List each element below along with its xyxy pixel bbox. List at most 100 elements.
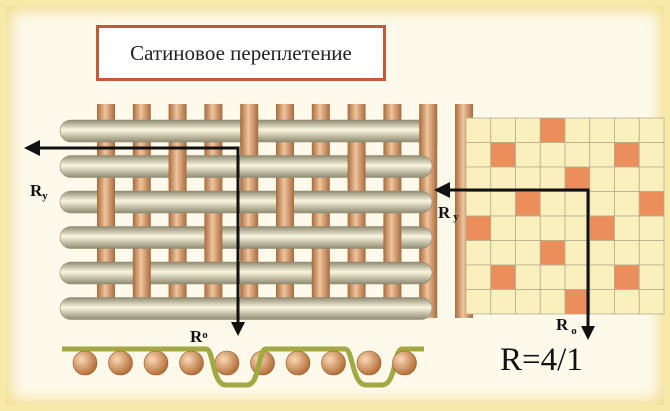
warp-float bbox=[97, 185, 115, 219]
grid-cell bbox=[539, 191, 566, 217]
weft-thread bbox=[59, 190, 433, 214]
grid-cell-filled bbox=[638, 191, 665, 217]
grid-cell-filled bbox=[564, 166, 591, 192]
grid-cell bbox=[589, 166, 615, 192]
warp-float bbox=[132, 256, 151, 290]
grid-cell bbox=[465, 142, 492, 168]
grid-cell bbox=[539, 166, 566, 192]
grid-cell bbox=[564, 142, 591, 168]
grid-cell bbox=[465, 166, 492, 192]
grid-cell bbox=[515, 264, 541, 290]
grid-cell bbox=[564, 191, 591, 217]
grid-cell bbox=[564, 117, 591, 143]
grid-cell bbox=[465, 191, 492, 217]
grid-cell bbox=[564, 240, 591, 266]
grid-cell bbox=[614, 240, 640, 266]
warp-float bbox=[240, 114, 259, 148]
page-title: Сатиновое переплетение bbox=[130, 40, 352, 65]
grid-cell bbox=[465, 240, 492, 266]
warp-float bbox=[347, 149, 366, 184]
repeat-arrows bbox=[24, 140, 595, 340]
grid-cell bbox=[638, 289, 665, 315]
ry-arrow-right bbox=[446, 188, 590, 327]
grid-cell bbox=[638, 240, 665, 266]
weft-thread bbox=[59, 226, 433, 249]
grid-cell-filled bbox=[490, 142, 516, 168]
weft-threads bbox=[59, 119, 433, 320]
grid-cell bbox=[614, 215, 640, 241]
warp-cross-section bbox=[356, 350, 382, 376]
grid-cell bbox=[490, 240, 516, 266]
warp-float bbox=[276, 185, 294, 219]
grid-cell bbox=[465, 264, 492, 290]
grid-cell bbox=[515, 289, 541, 315]
grid-cell-filled bbox=[465, 215, 492, 241]
grid-cell bbox=[515, 142, 541, 168]
warp-cross-section bbox=[321, 350, 346, 376]
grid-cell bbox=[589, 142, 615, 168]
warp-float bbox=[168, 149, 187, 184]
ro-label-left: Rо bbox=[190, 327, 208, 346]
grid-cell bbox=[614, 191, 640, 217]
grid-cell-filled bbox=[490, 264, 516, 290]
warp-float bbox=[419, 114, 438, 148]
grid-cell bbox=[515, 166, 541, 192]
grid-cell bbox=[539, 289, 566, 315]
satin-grid bbox=[465, 117, 665, 315]
grid-cell bbox=[564, 264, 591, 290]
grid-cell-filled bbox=[564, 289, 591, 315]
cross-section bbox=[62, 346, 424, 388]
warp-cross-section bbox=[214, 350, 240, 376]
grid-cell bbox=[490, 117, 516, 143]
grid-cell bbox=[515, 117, 541, 143]
grid-cell-filled bbox=[614, 142, 640, 168]
grid-cell bbox=[589, 191, 615, 217]
warp-float bbox=[311, 256, 330, 290]
warp-cross-section bbox=[179, 350, 204, 376]
grid-cell bbox=[465, 289, 492, 315]
grid-cell bbox=[490, 289, 516, 315]
grid-cell bbox=[539, 215, 566, 241]
grid-cell bbox=[638, 166, 665, 192]
ry-arrow-right-head bbox=[434, 182, 450, 198]
warp-float bbox=[383, 220, 402, 255]
grid-cell bbox=[638, 117, 665, 143]
warp-cross-section bbox=[285, 350, 311, 376]
warp-cross-section bbox=[143, 350, 169, 376]
grid-cell bbox=[515, 215, 541, 241]
grid-cell bbox=[465, 117, 492, 143]
warp-cross-section bbox=[72, 350, 98, 376]
grid-cell bbox=[638, 142, 665, 168]
grid-cell bbox=[589, 240, 615, 266]
grid-cell-filled bbox=[539, 117, 566, 143]
ro-arrow-right-head bbox=[581, 326, 595, 340]
ry-arrow-left bbox=[36, 146, 240, 323]
grid-cell bbox=[490, 215, 516, 241]
grid-cell bbox=[589, 289, 615, 315]
warp-float bbox=[204, 220, 223, 255]
grid-cell bbox=[490, 191, 516, 217]
grid-cell-filled bbox=[589, 215, 615, 241]
weft-thread bbox=[59, 261, 433, 285]
weft-cross-line-front bbox=[204, 346, 268, 388]
grid-cell-filled bbox=[515, 191, 541, 217]
grid-cell bbox=[614, 289, 640, 315]
grid-cell bbox=[589, 264, 615, 290]
grid-cell-filled bbox=[539, 240, 566, 266]
grid-cell bbox=[589, 117, 615, 143]
warp-cross-section bbox=[392, 350, 417, 376]
ry-label-left: Rу bbox=[30, 181, 48, 202]
grid-cell bbox=[638, 215, 665, 241]
grid-cell bbox=[614, 117, 640, 143]
warp-cross-section bbox=[108, 350, 133, 376]
ro-arrow-left-head bbox=[231, 322, 245, 336]
grid-cell bbox=[539, 142, 566, 168]
grid-cell bbox=[614, 166, 640, 192]
grid-cell-filled bbox=[614, 264, 640, 290]
ry-arrow-left-head bbox=[24, 140, 40, 156]
grid-cell bbox=[638, 264, 665, 290]
